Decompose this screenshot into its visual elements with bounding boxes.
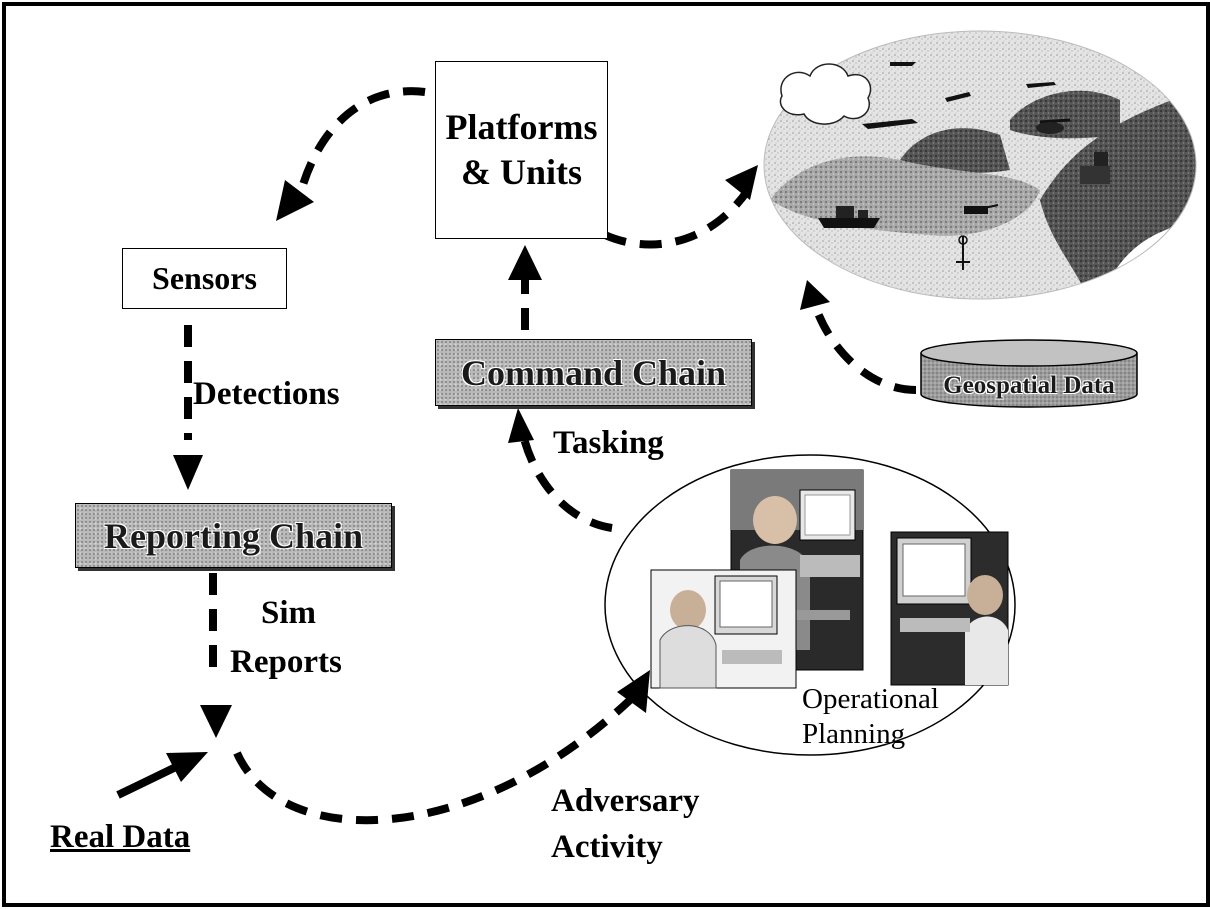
flow-geodata-to-world: [811, 303, 917, 394]
command-chain-box: Command Chain: [435, 339, 752, 406]
geospatial-data-label: Geospatial Data: [943, 372, 1115, 399]
flow-planning-to-command: [518, 429, 613, 532]
command-chain-label: Command Chain: [460, 352, 727, 393]
reporting-chain-box: Reporting Chain: [75, 503, 392, 568]
units-label: & Units: [460, 152, 582, 192]
helicopter-icon: [1036, 118, 1071, 134]
arrowheads: [173, 165, 830, 738]
arrowhead-to-world: [725, 165, 758, 200]
platforms-units-box: Platforms & Units: [435, 61, 608, 239]
antenna-tower-icon: [956, 235, 970, 270]
real-data-label: Real Data: [50, 819, 191, 855]
geospatial-database-cylinder: [920, 339, 1138, 408]
sim-label: Sim: [261, 595, 317, 631]
detections-label: Detections: [193, 376, 340, 412]
planner-workstation-photo-2: [650, 569, 797, 689]
flow-platforms-to-sensors: [296, 87, 426, 197]
truck-icon: [1080, 152, 1110, 184]
arrowhead-to-platforms: [508, 245, 542, 280]
arrowhead-to-report-node: [200, 705, 232, 738]
arrowhead-to-reporting: [173, 455, 203, 490]
adversary-label: Adversary: [551, 783, 700, 819]
arrowhead-to-sensors: [276, 180, 314, 221]
terrain-scene-image: [763, 30, 1197, 300]
operational-label: Operational: [802, 683, 939, 715]
planning-label: Planning: [802, 718, 906, 750]
platforms-label: Platforms: [445, 107, 598, 147]
activity-label: Activity: [551, 829, 663, 865]
sensors-box: Sensors: [122, 248, 287, 309]
aircraft-icon: [862, 62, 1056, 129]
cloud-icon: [779, 63, 872, 125]
flow-platforms-to-world: [603, 187, 752, 249]
tank-icon: [964, 204, 999, 214]
flow-report-to-planning: [233, 697, 633, 825]
reports-label: Reports: [230, 644, 342, 680]
planner-workstation-photo-3: [890, 531, 1009, 686]
sensors-label: Sensors: [152, 260, 257, 296]
flow-connectors: [184, 87, 917, 825]
arrowhead-to-planning: [617, 670, 650, 713]
reporting-chain-label: Reporting Chain: [103, 515, 364, 556]
real-data-arrow: [116, 752, 208, 799]
tasking-label: Tasking: [553, 425, 664, 461]
arrowhead-to-command: [508, 408, 534, 443]
ship-icon: [818, 206, 880, 228]
arrowhead-to-world-from-geodata: [800, 280, 830, 310]
